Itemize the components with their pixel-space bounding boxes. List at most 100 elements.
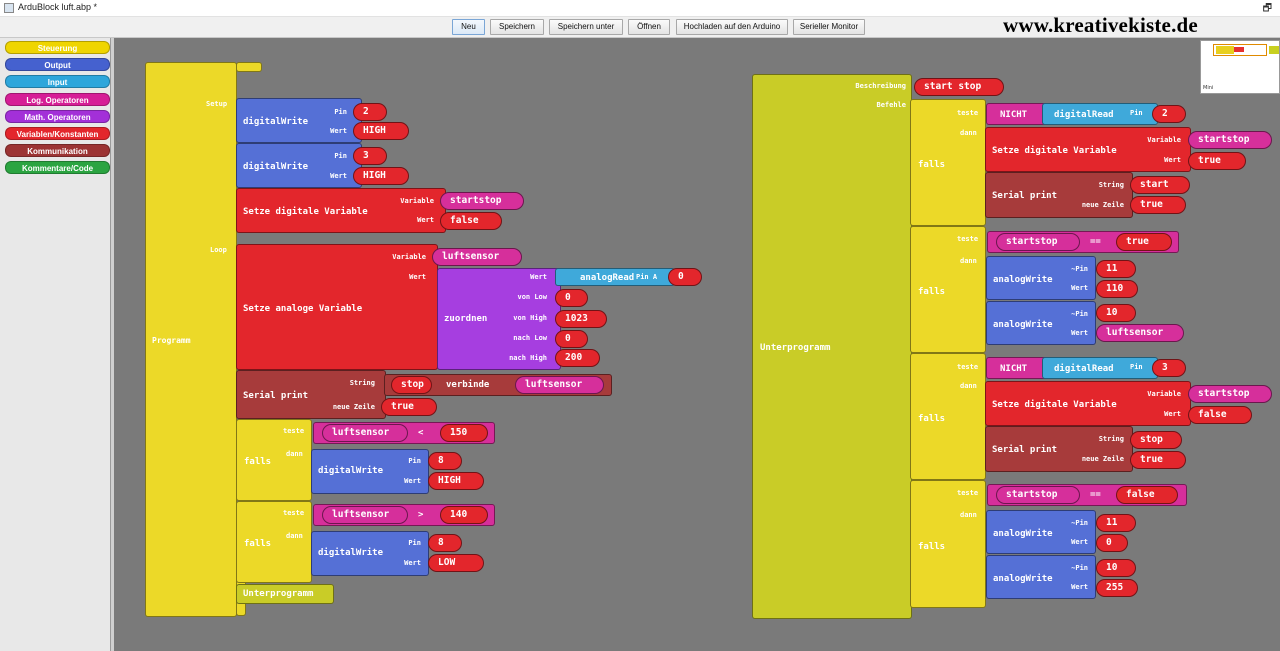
wert-value[interactable]: true: [1188, 152, 1246, 170]
variable-value[interactable]: luftsensor: [432, 248, 522, 266]
category-steuerung[interactable]: Steuerung: [5, 41, 110, 54]
pin-value[interactable]: 0: [668, 268, 702, 286]
analogwrite-block[interactable]: [986, 510, 1096, 554]
pin-value[interactable]: 11: [1096, 514, 1136, 532]
minimap[interactable]: Mini: [1200, 40, 1280, 94]
map-block[interactable]: [437, 268, 561, 370]
splitter[interactable]: [111, 38, 114, 651]
from-low-value[interactable]: 0: [555, 289, 588, 307]
if-block[interactable]: [910, 353, 986, 480]
block-label: falls: [244, 539, 272, 549]
variable-value[interactable]: startstop: [996, 233, 1080, 251]
block-label: Serial print: [243, 391, 309, 401]
string-value[interactable]: stop: [391, 376, 432, 394]
save-as-button[interactable]: Speichern unter: [549, 19, 623, 35]
digitalwrite-block[interactable]: [311, 531, 429, 576]
wert-value[interactable]: LOW: [428, 554, 484, 572]
serial-monitor-button[interactable]: Serieller Monitor: [793, 19, 865, 35]
not-label: NICHT: [1000, 364, 1028, 374]
variable-value[interactable]: luftsensor: [1096, 324, 1184, 342]
not-label: NICHT: [1000, 110, 1028, 120]
wert-value[interactable]: 255: [1096, 579, 1138, 597]
pin-value[interactable]: 11: [1096, 260, 1136, 278]
restore-icon[interactable]: 🗗: [1262, 3, 1272, 14]
analogwrite-block[interactable]: [986, 301, 1096, 345]
pin-value[interactable]: 8: [428, 534, 462, 552]
program-spine[interactable]: [145, 62, 237, 617]
to-low-value[interactable]: 0: [555, 330, 588, 348]
wert-value[interactable]: false: [440, 212, 502, 230]
newline-label: neue Zeile: [1081, 201, 1124, 209]
pin-value[interactable]: 3: [1152, 359, 1186, 377]
newline-value[interactable]: true: [381, 398, 437, 416]
variable-value[interactable]: luftsensor: [515, 376, 604, 394]
string-value[interactable]: stop: [1130, 431, 1182, 449]
category-kommentare[interactable]: Kommentare/Code: [5, 161, 110, 174]
open-button[interactable]: Öffnen: [628, 19, 670, 35]
pin-value[interactable]: 3: [353, 147, 387, 165]
wert-label: Wert: [330, 127, 347, 135]
category-variablen[interactable]: Variablen/Konstanten: [5, 127, 110, 140]
set-digital-variable-block[interactable]: [985, 381, 1191, 426]
pin-value[interactable]: 10: [1096, 559, 1136, 577]
new-button[interactable]: Neu: [452, 19, 485, 35]
wert-value[interactable]: 110: [1096, 280, 1138, 298]
wert-value[interactable]: HIGH: [353, 167, 409, 185]
variable-value[interactable]: startstop: [440, 192, 524, 210]
digitalwrite-block[interactable]: [236, 98, 362, 143]
boolean-value[interactable]: false: [1116, 486, 1178, 504]
category-output[interactable]: Output: [5, 58, 110, 71]
category-math-operatoren[interactable]: Math. Operatoren: [5, 110, 110, 123]
block-label: Unterprogramm: [243, 589, 314, 599]
category-log-operatoren[interactable]: Log. Operatoren: [5, 93, 110, 106]
variable-value[interactable]: startstop: [1188, 131, 1272, 149]
pin-value[interactable]: 8: [428, 452, 462, 470]
wert-value[interactable]: false: [1188, 406, 1252, 424]
if-block[interactable]: [910, 99, 986, 226]
number-value[interactable]: 150: [440, 424, 488, 442]
serial-print-block[interactable]: [236, 370, 386, 419]
subprogram-call-block[interactable]: [236, 584, 334, 604]
wert-value[interactable]: HIGH: [428, 472, 484, 490]
set-analog-variable-block[interactable]: [236, 244, 438, 370]
serial-print-block[interactable]: [985, 172, 1133, 218]
set-digital-variable-block[interactable]: [236, 188, 446, 233]
digitalwrite-block[interactable]: [311, 449, 429, 494]
description-value[interactable]: start stop: [914, 78, 1004, 96]
newline-value[interactable]: true: [1130, 196, 1186, 214]
loop-label: Loop: [210, 246, 227, 254]
digitalwrite-block[interactable]: [236, 143, 362, 188]
serial-print-block[interactable]: [985, 426, 1133, 472]
number-value[interactable]: 140: [440, 506, 488, 524]
pin-value[interactable]: 10: [1096, 304, 1136, 322]
if-block[interactable]: [910, 226, 986, 353]
wert-value[interactable]: HIGH: [353, 122, 409, 140]
category-input[interactable]: Input: [5, 75, 110, 88]
to-high-value[interactable]: 200: [555, 349, 600, 367]
app-icon: [4, 3, 14, 13]
if-block[interactable]: [910, 480, 986, 608]
commands-label: Befehle: [876, 101, 906, 109]
variable-value[interactable]: startstop: [996, 486, 1080, 504]
from-high-value[interactable]: 1023: [555, 310, 607, 328]
variable-value[interactable]: luftsensor: [322, 424, 408, 442]
analogwrite-block[interactable]: [986, 256, 1096, 300]
category-kommunikation[interactable]: Kommunikation: [5, 144, 110, 157]
wert-value[interactable]: 0: [1096, 534, 1128, 552]
if-block[interactable]: [236, 501, 312, 583]
boolean-value[interactable]: true: [1116, 233, 1172, 251]
string-value[interactable]: start: [1130, 176, 1190, 194]
upload-button[interactable]: Hochladen auf den Arduino: [676, 19, 788, 35]
save-button[interactable]: Speichern: [490, 19, 544, 35]
operator: <: [418, 428, 424, 438]
block-label: falls: [244, 457, 272, 467]
subprogram-block[interactable]: [752, 74, 912, 619]
analogwrite-block[interactable]: [986, 555, 1096, 599]
newline-value[interactable]: true: [1130, 451, 1186, 469]
pin-value[interactable]: 2: [1152, 105, 1186, 123]
pin-value[interactable]: 2: [353, 103, 387, 121]
minimap-viewport[interactable]: [1213, 44, 1267, 56]
variable-value[interactable]: luftsensor: [322, 506, 408, 524]
variable-value[interactable]: startstop: [1188, 385, 1272, 403]
set-digital-variable-block[interactable]: [985, 127, 1191, 172]
